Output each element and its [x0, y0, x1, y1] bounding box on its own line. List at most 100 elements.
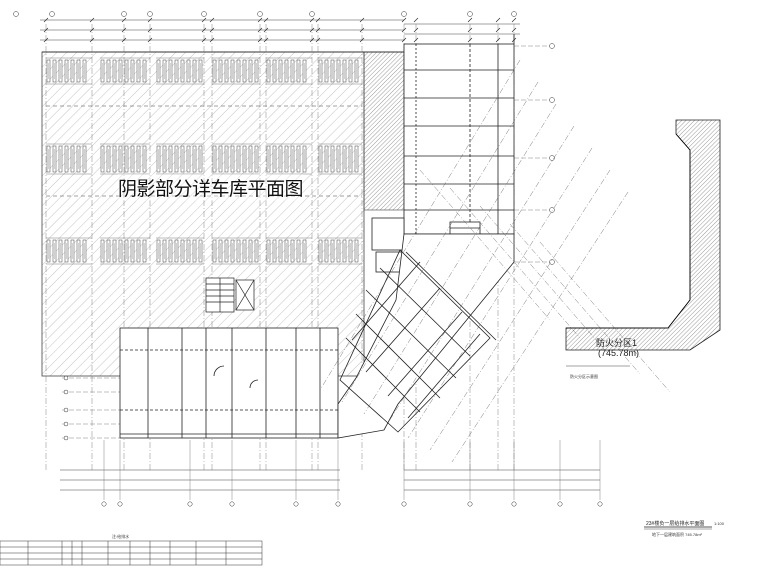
- axis-bubble: [117, 501, 123, 507]
- dimension-tick: [309, 17, 315, 23]
- dimension-tick: [121, 17, 127, 23]
- axis-bubble: [467, 11, 473, 17]
- dimension-tick: [495, 27, 501, 33]
- legend-table: [0, 540, 263, 566]
- dimension-tick: [315, 17, 321, 23]
- dimension-tick: [413, 27, 419, 33]
- axis-bubble: [147, 11, 153, 17]
- axis-bubble: [335, 501, 341, 507]
- dimension-tick: [511, 27, 517, 33]
- axis-bubble: [549, 97, 555, 103]
- axis-bubble: [121, 11, 127, 17]
- dimension-tick: [43, 27, 49, 33]
- dimension-tick: [147, 27, 153, 33]
- dimension-tick: [401, 17, 407, 23]
- dimension-tick: [43, 37, 49, 43]
- sheet-title: 23#楼负一层给排水平面图: [646, 521, 705, 527]
- axis-bubble: [401, 501, 407, 507]
- axis-bubble: [63, 407, 69, 413]
- dimension-tick: [359, 27, 365, 33]
- axis-bubble: [257, 11, 263, 17]
- axis-bubble: [63, 435, 69, 441]
- diagonal-axis-line: [319, 59, 521, 391]
- axis-bubble: [201, 11, 207, 17]
- dimension-tick: [209, 27, 215, 33]
- dimension-tick: [147, 17, 153, 23]
- axis-bubble: [63, 421, 69, 427]
- upper-right-block: [371, 34, 515, 273]
- dimension-tick: [495, 37, 501, 43]
- diagonal-axis-line: [451, 191, 629, 463]
- diagonal-axis-line: [385, 125, 575, 427]
- dimension-tick: [511, 17, 517, 23]
- dimension-tick: [121, 27, 127, 33]
- diagonal-axis-line: [429, 169, 611, 451]
- dimension-tick: [413, 37, 419, 43]
- axis-bubble: [557, 501, 563, 507]
- axis-bubble: [549, 259, 555, 265]
- dimension-tick: [401, 37, 407, 43]
- dimension-tick: [121, 37, 127, 43]
- axis-bubble: [467, 501, 473, 507]
- dimension-tick: [209, 17, 215, 23]
- fire-zone-area: (745.78m): [598, 348, 640, 358]
- axis-bubble: [549, 155, 555, 161]
- diagonal-axis-line: [363, 103, 557, 415]
- title-underline: [644, 526, 712, 530]
- dimension-tick: [401, 27, 407, 33]
- axis-bubble: [63, 375, 69, 381]
- dimension-tick: [467, 17, 473, 23]
- hatched-area-note: 阴影部分详车库平面图: [118, 174, 304, 201]
- dimension-tick: [413, 17, 419, 23]
- dimension-tick: [209, 37, 215, 43]
- lower-building-block: [119, 327, 339, 439]
- dimension-tick: [257, 27, 263, 33]
- dimension-tick: [467, 27, 473, 33]
- axis-bubble: [401, 11, 407, 17]
- key-plan-caption: 防火分区示意图: [570, 374, 598, 379]
- axis-bubble: [549, 43, 555, 49]
- parking-rows: [46, 57, 362, 265]
- stair-core: [205, 277, 255, 313]
- dimension-tick: [257, 37, 263, 43]
- axis-bubble: [309, 11, 315, 17]
- dimension-tick: [89, 27, 95, 33]
- table-note: 注:给排水: [112, 534, 130, 539]
- dimension-tick: [201, 37, 207, 43]
- fire-zone-name: 防火分区1: [596, 338, 638, 348]
- dimension-tick: [495, 17, 501, 23]
- dimension-tick: [359, 37, 365, 43]
- axis-bubble: [293, 501, 299, 507]
- diagonal-axis-line: [341, 81, 539, 403]
- diagonal-axis-line: [449, 187, 581, 339]
- dimension-tick: [263, 37, 269, 43]
- diagonal-axis-line: [539, 241, 671, 393]
- dimension-tick: [201, 27, 207, 33]
- dimension-tick: [257, 17, 263, 23]
- axis-bubble: [13, 11, 19, 17]
- axis-bubble: [49, 11, 55, 17]
- hatched-parking-area: [41, 51, 405, 377]
- dimension-tick: [147, 37, 153, 43]
- dimension-tick: [89, 17, 95, 23]
- axis-bubble: [229, 501, 235, 507]
- dimension-tick: [43, 17, 49, 23]
- axis-bubble: [63, 389, 69, 395]
- dimension-tick: [467, 37, 473, 43]
- dimension-tick: [315, 27, 321, 33]
- axis-bubble: [511, 501, 517, 507]
- diagonal-wing: [337, 233, 515, 439]
- axis-bubble: [101, 501, 107, 507]
- dimension-tick: [89, 37, 95, 43]
- dimension-tick: [315, 37, 321, 43]
- dimension-tick: [359, 17, 365, 23]
- diagonal-axis-line: [419, 169, 551, 321]
- dimension-tick: [263, 27, 269, 33]
- dimension-tick: [201, 17, 207, 23]
- axis-bubble: [187, 501, 193, 507]
- dimension-tick: [263, 17, 269, 23]
- axis-bubble: [597, 501, 603, 507]
- diagonal-axis-line: [407, 147, 593, 439]
- key-plan: [565, 119, 721, 367]
